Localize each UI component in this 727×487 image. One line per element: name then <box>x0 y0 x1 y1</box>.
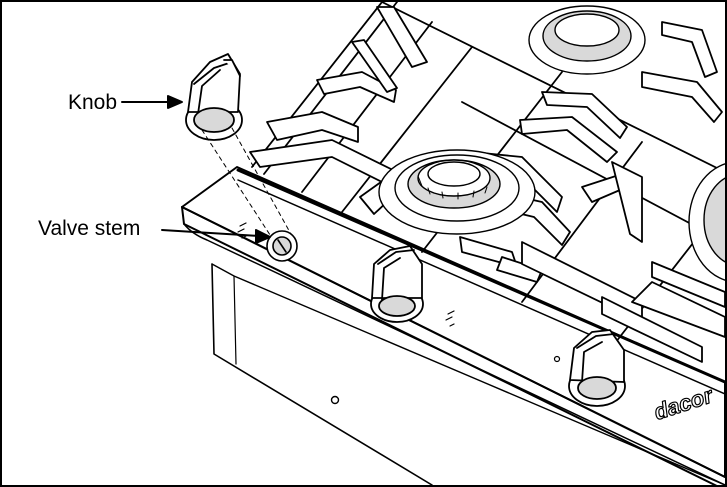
grate-rail <box>236 168 725 384</box>
grate-bar <box>381 2 725 173</box>
grate-bar <box>341 46 473 213</box>
grate-finger <box>376 6 428 68</box>
grate-finger <box>661 21 718 78</box>
chassis-corner-line <box>233 275 237 365</box>
grate-rail-inner <box>237 179 725 395</box>
burner-right <box>688 163 725 281</box>
chassis-screw <box>330 395 340 405</box>
grate-finger <box>266 111 359 143</box>
chassis-top-line <box>211 263 725 485</box>
chassis-left-edge <box>211 263 433 485</box>
burner-back <box>528 5 646 75</box>
grate-finger <box>641 71 723 123</box>
grate-frame <box>601 296 703 363</box>
knob-mounted-front <box>370 245 424 323</box>
grate-finger <box>316 71 397 103</box>
grate-finger <box>541 91 628 139</box>
grate-frame <box>631 281 725 338</box>
grate-finger <box>611 161 643 243</box>
flame-symbols <box>237 222 561 363</box>
burners <box>378 5 725 281</box>
knob-arrow-head <box>167 95 183 109</box>
grate-finger <box>351 39 398 93</box>
burner-center <box>378 149 536 235</box>
flame-symbol-icon <box>237 222 247 239</box>
knob-detached <box>185 53 243 141</box>
grate-bar <box>251 2 383 168</box>
callout-arrows <box>121 95 271 244</box>
grate-finger <box>519 116 618 163</box>
stem-arrow-head <box>255 229 271 244</box>
flame-symbol-icon <box>445 310 455 327</box>
stem-arrow-line <box>161 229 261 237</box>
panel-top-edge <box>181 206 725 478</box>
indicator-dot <box>553 355 561 363</box>
valve-stem <box>266 230 298 262</box>
panel-bevel <box>183 223 725 485</box>
knob-mounted-right <box>568 329 626 407</box>
grate-frame <box>651 261 725 308</box>
alignment-lines <box>201 127 293 239</box>
knob-label: Knob <box>68 91 118 114</box>
valve-stem-label: Valve stem <box>38 217 141 240</box>
